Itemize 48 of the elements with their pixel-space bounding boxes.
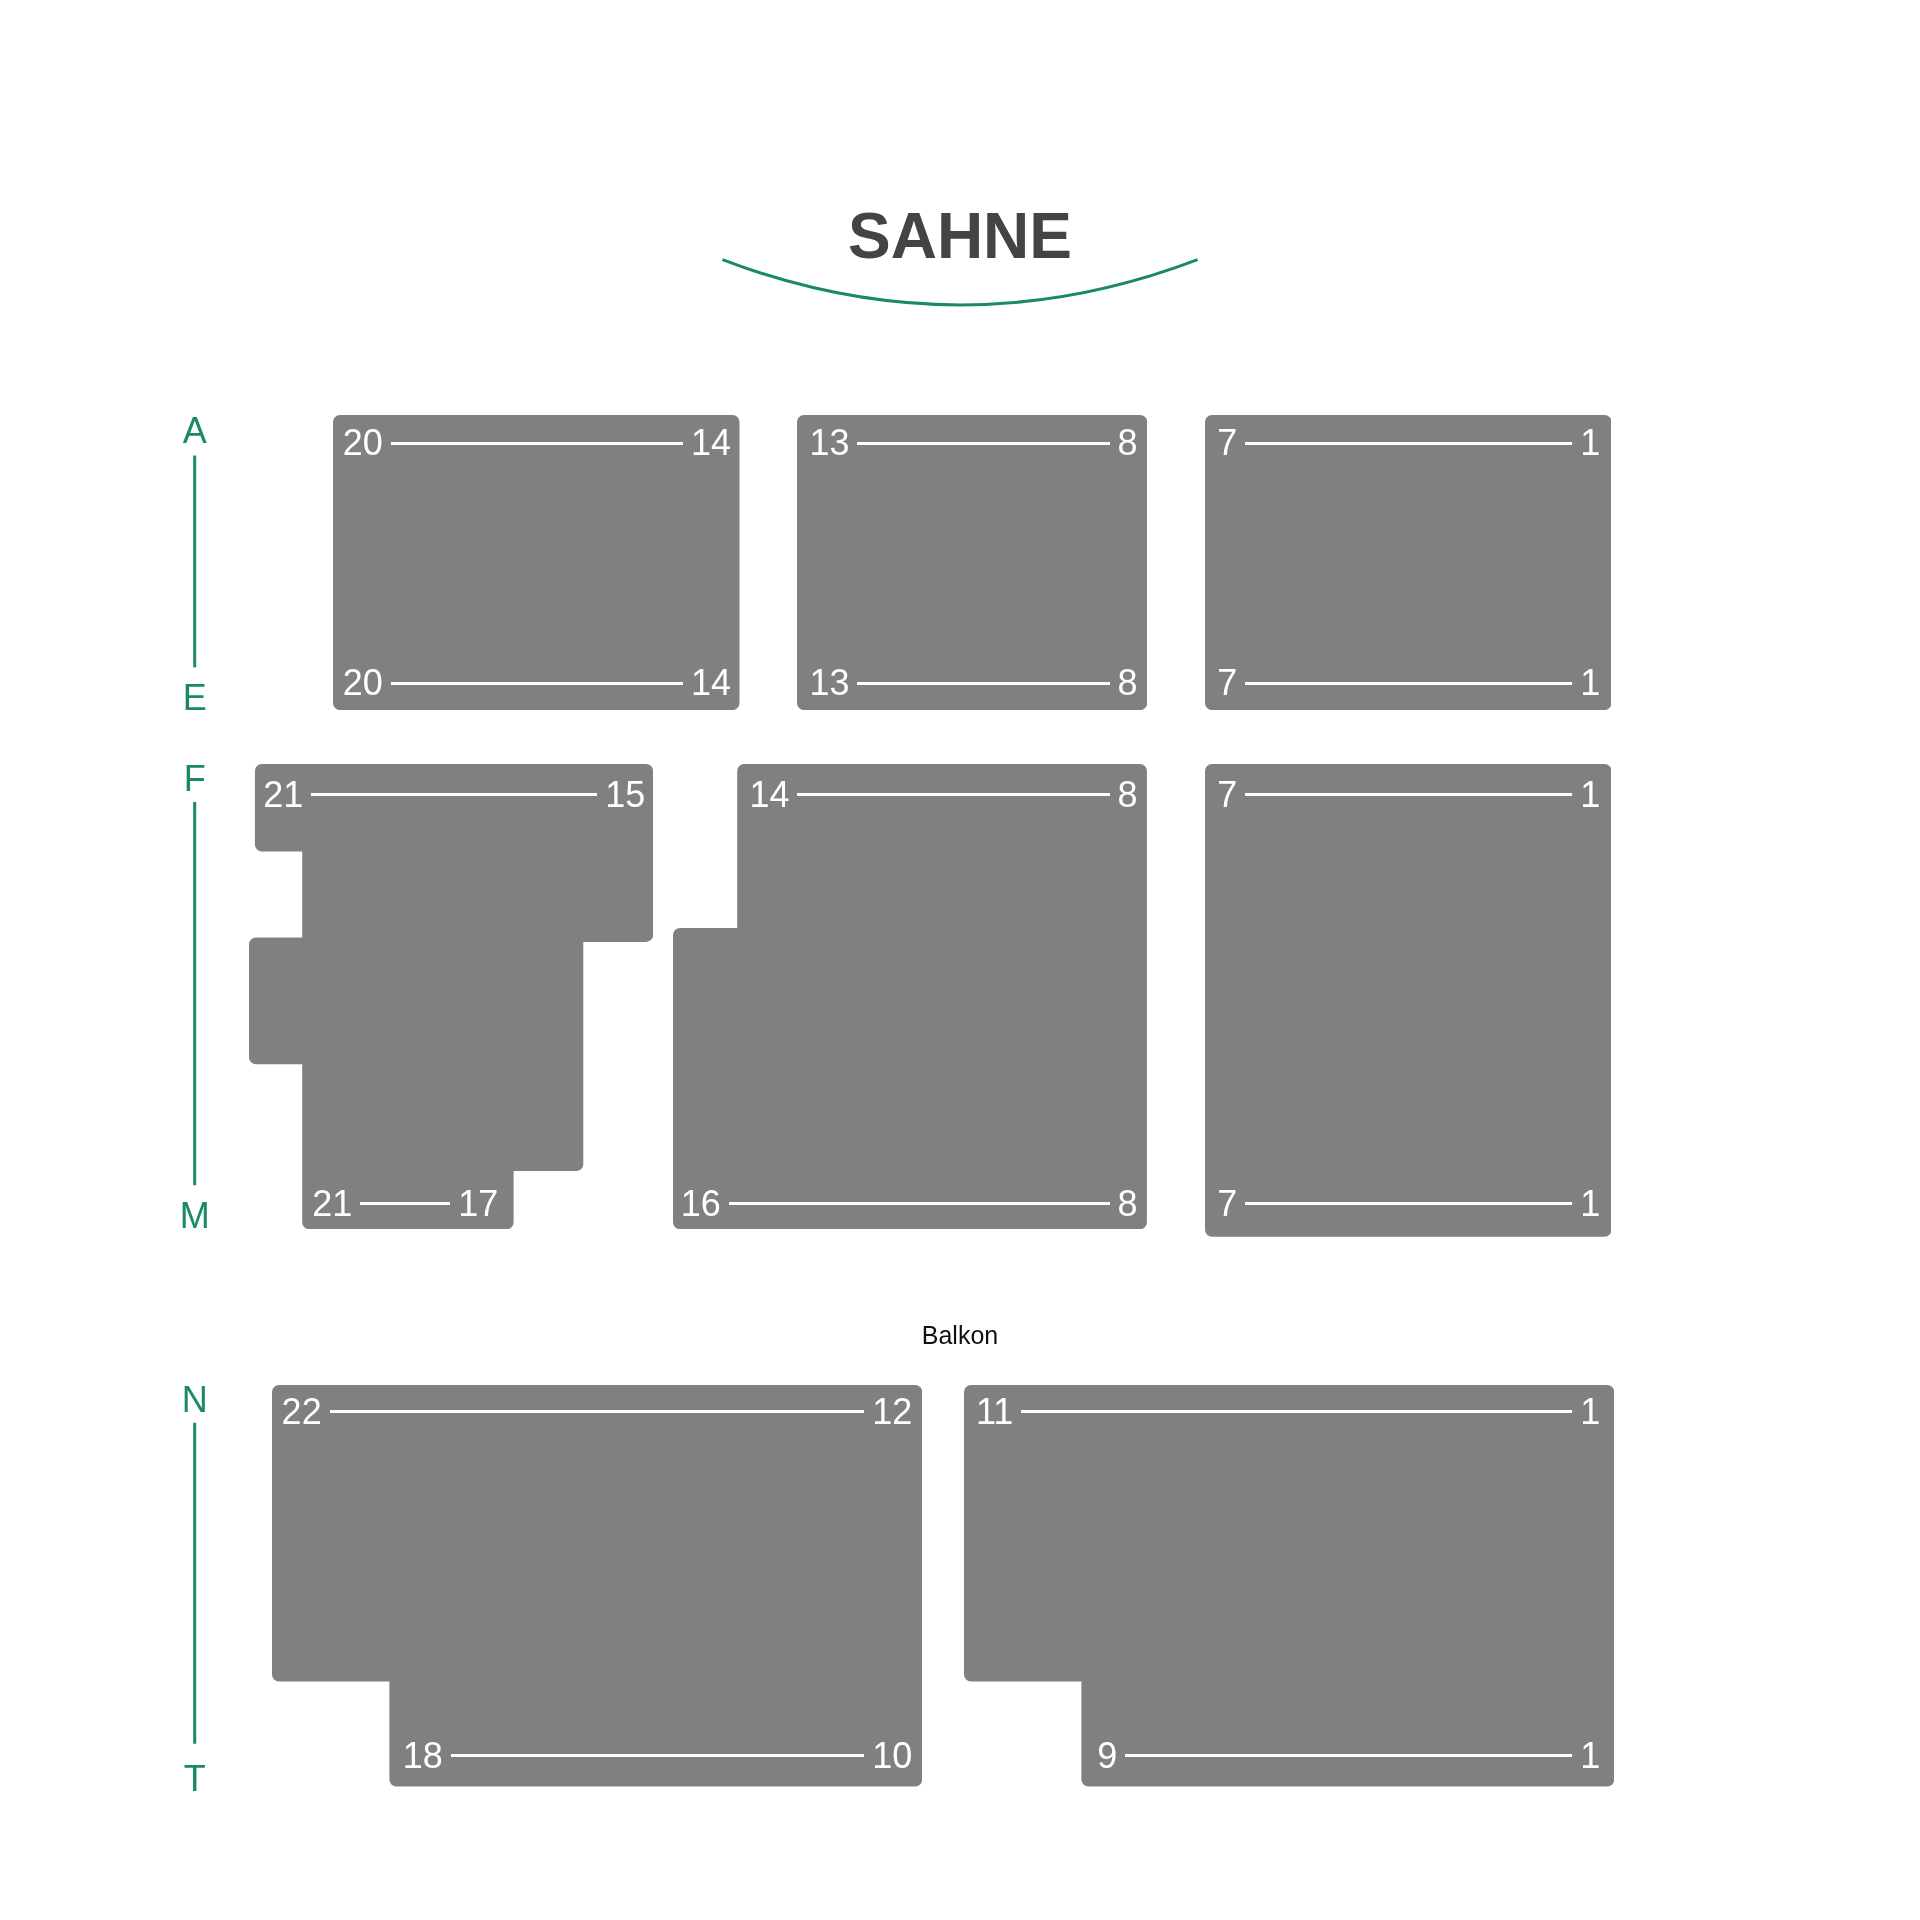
row-number: 7 bbox=[1217, 663, 1238, 704]
row-number: 18 bbox=[402, 1735, 443, 1776]
row-number: 14 bbox=[690, 663, 731, 704]
row-number: 1 bbox=[1580, 1391, 1601, 1432]
row-number: 17 bbox=[458, 1183, 499, 1224]
row-number: 8 bbox=[1117, 423, 1138, 464]
row-number: 9 bbox=[1097, 1735, 1118, 1776]
row-number: 1 bbox=[1580, 423, 1601, 464]
row-number: 14 bbox=[749, 774, 790, 815]
row-number: 7 bbox=[1217, 1183, 1238, 1224]
row-number: 15 bbox=[605, 774, 646, 815]
row-number: 11 bbox=[975, 1391, 1014, 1432]
row-number: 16 bbox=[680, 1183, 721, 1224]
row-number: 8 bbox=[1117, 774, 1138, 815]
row-letter: A bbox=[182, 410, 207, 452]
row-number: 12 bbox=[872, 1391, 913, 1432]
row-number: 8 bbox=[1117, 1183, 1138, 1224]
stage-label: SAHNE bbox=[848, 199, 1072, 274]
row-number: 13 bbox=[809, 663, 850, 704]
row-number: 1 bbox=[1580, 1735, 1601, 1776]
row-number: 1 bbox=[1580, 774, 1601, 815]
row-letter: N bbox=[181, 1378, 208, 1421]
row-number: 21 bbox=[312, 1183, 353, 1224]
seating-block bbox=[797, 415, 1148, 711]
seating-block bbox=[248, 764, 653, 1230]
row-number: 13 bbox=[809, 423, 850, 464]
seating-block bbox=[333, 415, 740, 711]
row-number: 20 bbox=[342, 663, 383, 704]
row-number: 1 bbox=[1580, 1183, 1601, 1224]
row-letter: F bbox=[183, 757, 206, 800]
seating-block bbox=[271, 1384, 923, 1787]
seating-block bbox=[1204, 764, 1612, 1237]
row-letter: T bbox=[183, 1758, 206, 1801]
row-number: 21 bbox=[263, 774, 304, 815]
row-number: 8 bbox=[1117, 663, 1138, 704]
row-number: 14 bbox=[690, 423, 731, 464]
row-number: 10 bbox=[872, 1735, 913, 1776]
row-number: 7 bbox=[1217, 423, 1238, 464]
row-number: 1 bbox=[1580, 663, 1601, 704]
row-letter: E bbox=[182, 676, 207, 719]
seating-block bbox=[1204, 415, 1612, 711]
row-number: 20 bbox=[342, 423, 383, 464]
seating-block bbox=[673, 764, 1148, 1230]
seating-block bbox=[963, 1384, 1614, 1787]
row-number: 7 bbox=[1217, 774, 1238, 815]
section-label: Balkon bbox=[921, 1320, 999, 1350]
row-number: 22 bbox=[281, 1391, 322, 1432]
row-letter: M bbox=[179, 1194, 210, 1237]
